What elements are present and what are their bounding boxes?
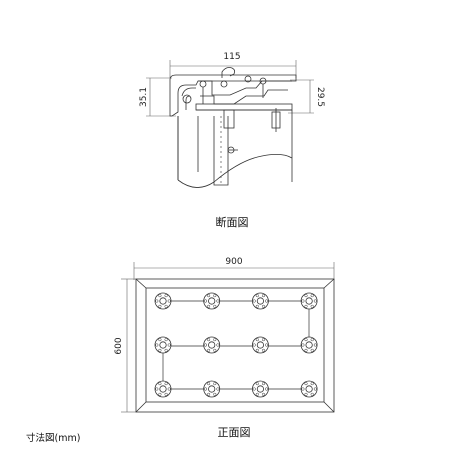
led-modules [154, 292, 318, 398]
dimension-35-1: 35.1 [139, 77, 176, 117]
dimension-115: 115 [169, 52, 297, 78]
frame-outer [135, 278, 335, 413]
dimension-label-600: 600 [114, 337, 124, 354]
front-caption: 正面図 [218, 426, 251, 439]
led-module [300, 380, 318, 398]
led-module [154, 380, 172, 398]
dimension-label-29-5: 29.5 [315, 87, 325, 107]
led-module [300, 292, 318, 310]
led-module [154, 292, 172, 310]
led-module [203, 380, 221, 398]
section-view: 115 35.1 29.5 [139, 52, 325, 229]
panel-board [177, 116, 199, 180]
screw-1 [199, 80, 207, 88]
dimension-900: 900 [133, 257, 335, 280]
dimension-600: 600 [114, 278, 136, 413]
frame-inner [145, 287, 325, 403]
section-caption: 断面図 [216, 215, 249, 229]
screw-2 [220, 80, 228, 88]
dimension-label-115: 115 [223, 52, 240, 62]
dimension-label-35-1: 35.1 [139, 87, 149, 107]
led-module [251, 292, 269, 310]
wire-path [162, 300, 310, 390]
screws [199, 75, 267, 104]
screw-3 [244, 75, 252, 83]
led-module [300, 336, 318, 354]
dimension-note: 寸法図(mm) [26, 432, 80, 444]
led-module [154, 336, 172, 354]
front-view: 900 600 正面図 [114, 257, 335, 439]
frame-profile [169, 74, 297, 117]
led-module [203, 336, 221, 354]
hanging-channel [200, 89, 288, 105]
dimension-label-900: 900 [225, 257, 242, 267]
led-module [203, 292, 221, 310]
bracket-upper [223, 109, 235, 129]
wall-plate [195, 103, 293, 111]
dimension-29-5: 29.5 [288, 79, 325, 114]
break-line [177, 154, 293, 188]
led-module [251, 336, 269, 354]
hanging-bar [198, 80, 292, 96]
frame-snap-hinge [182, 94, 192, 104]
hanging-hook [221, 67, 236, 78]
led-module [251, 380, 269, 398]
frame-inner-rail [181, 87, 196, 110]
